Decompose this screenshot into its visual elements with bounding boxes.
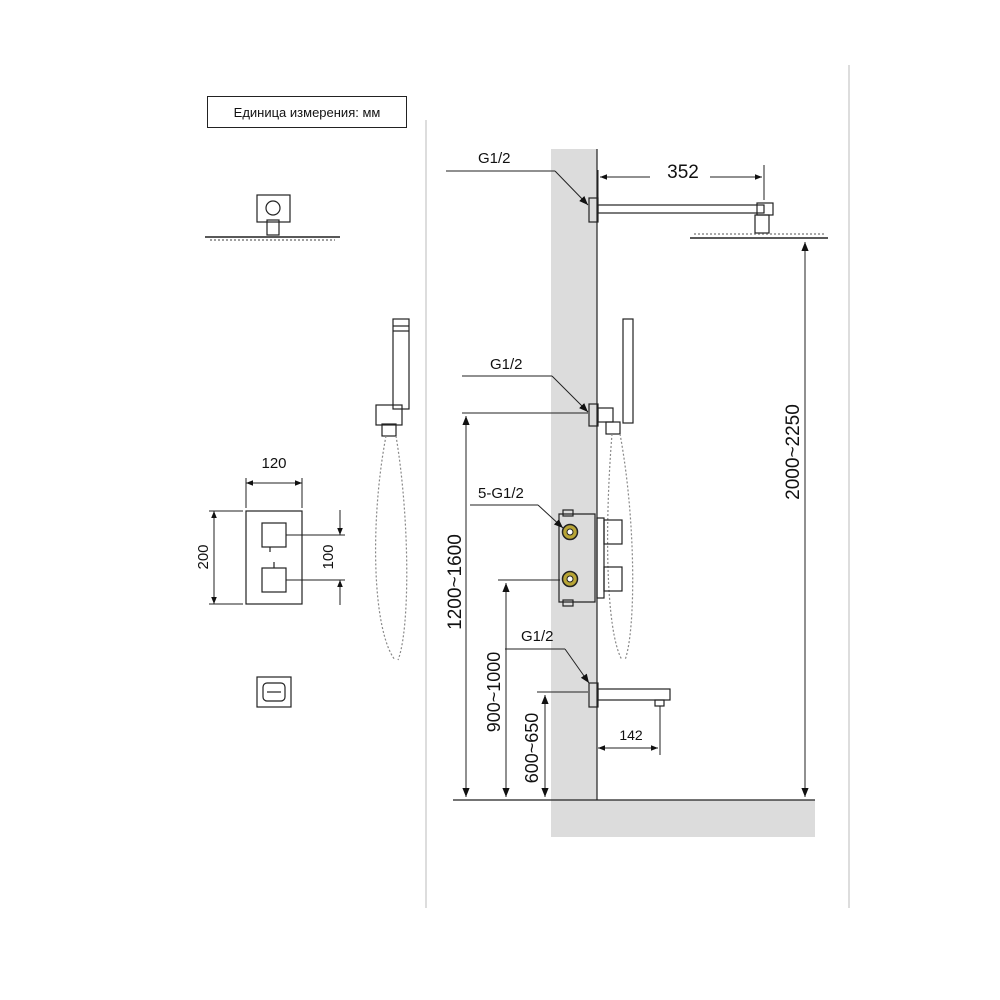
mixer-height-dimension <box>462 412 588 797</box>
spout-length-label: 142 <box>619 727 643 743</box>
overhead-shower-front-icon <box>205 194 340 241</box>
panel-width-label: 120 <box>261 455 286 472</box>
floor <box>551 800 815 837</box>
mixer-height-label: 1200~1600 <box>445 534 466 630</box>
inlet-fitting-lower <box>561 570 579 588</box>
panel-width-dimension <box>245 478 303 508</box>
knob-spacing-label: 100 <box>320 544 337 569</box>
spout-height-b-dimension <box>537 691 588 797</box>
inlet-fitting-upper <box>561 523 579 541</box>
unit-label: Единица измерения: мм <box>207 96 407 128</box>
panel-height-dimension <box>209 510 243 605</box>
mixer-panel-front <box>245 510 303 605</box>
g12-mid-label: G1/2 <box>490 356 523 373</box>
arm-length-dimension <box>597 165 765 200</box>
shower-arm-side <box>588 197 828 239</box>
spout-height-a-dimension <box>498 579 560 797</box>
g12-mid-leader <box>462 375 589 413</box>
g12-bottom-label: G1/2 <box>521 628 554 645</box>
g12-top-leader <box>446 170 589 206</box>
hand-shower-side <box>588 318 634 661</box>
arm-length-label: 352 <box>667 162 699 183</box>
g12-bottom-leader <box>505 648 590 684</box>
spout-side <box>588 682 671 708</box>
spout-height-a-label: 900~1000 <box>484 652 504 733</box>
mixer-body-side <box>558 509 623 607</box>
spout-length-dimension <box>598 706 661 755</box>
five-g12-label: 5-G1/2 <box>478 485 524 502</box>
shower-height-label: 2000~2250 <box>783 404 804 500</box>
spout-front-icon <box>256 676 292 708</box>
five-g12-leader <box>470 504 564 529</box>
wall <box>551 149 597 837</box>
hand-shower-icon <box>374 318 410 661</box>
spout-height-b-label: 600~650 <box>522 713 542 784</box>
g12-top-label: G1/2 <box>478 150 511 167</box>
panel-height-label: 200 <box>195 544 212 569</box>
knob-spacing-dimension <box>286 510 345 605</box>
